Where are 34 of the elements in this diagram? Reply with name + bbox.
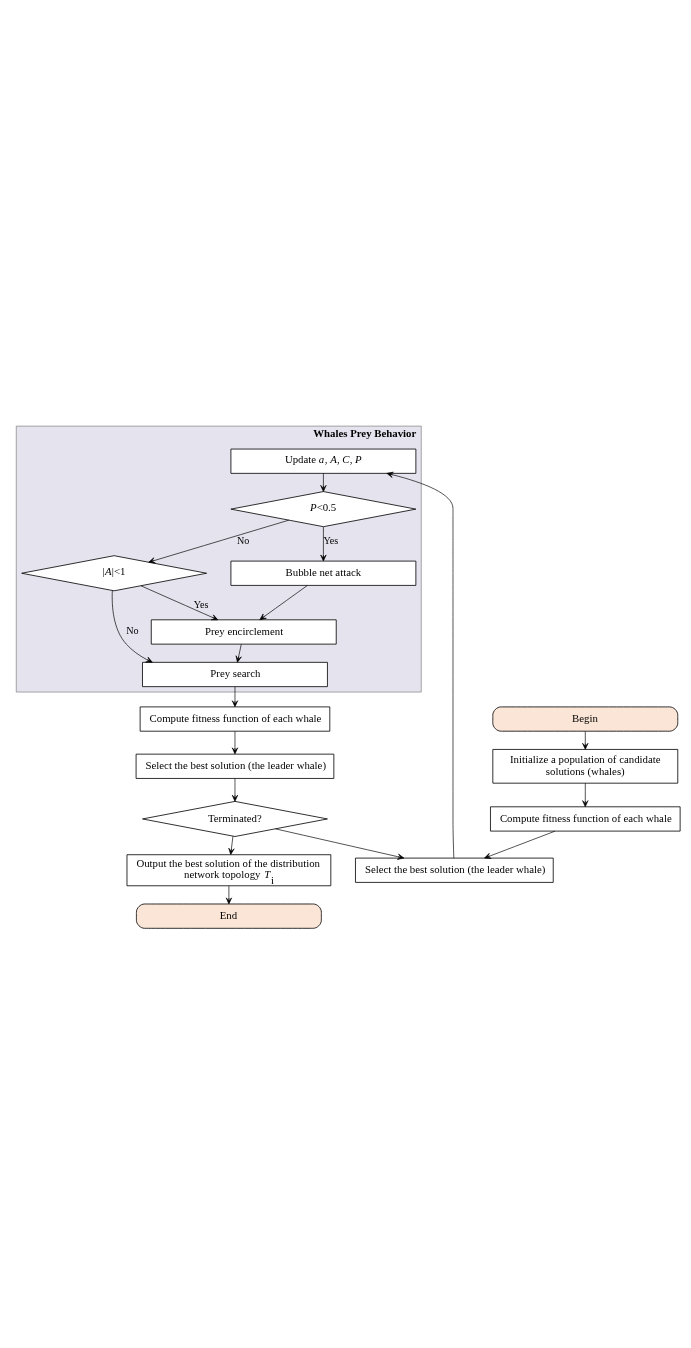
- node-box: Prey search: [142, 661, 328, 687]
- arrow: [231, 730, 239, 754]
- edge-label: No: [236, 534, 250, 546]
- arrow: [235, 643, 242, 663]
- arrow: [231, 685, 239, 707]
- node-box: Compute fitness function of each whale: [490, 805, 681, 831]
- arrow: [259, 584, 308, 620]
- node-box: Select the best solution (the leader whale): [135, 753, 335, 779]
- arrow: [386, 471, 455, 858]
- arrow: [582, 730, 589, 750]
- node-diamond: P<0.5: [230, 490, 417, 527]
- edge-label: Yes: [193, 598, 209, 610]
- node-box: Begin: [492, 706, 679, 732]
- node-box: Select the best solution (the leader whale): [355, 857, 554, 883]
- node-box: Bubble net attack: [230, 560, 417, 586]
- arrow: [225, 885, 232, 904]
- arrow: [320, 526, 327, 561]
- arrow: [148, 519, 290, 563]
- node-box: Compute fitness function of each whale: [139, 706, 331, 732]
- arrow: [582, 782, 589, 807]
- arrow: [228, 835, 235, 855]
- node-box: End: [136, 903, 322, 929]
- arrow: [484, 830, 556, 859]
- edge-label: No: [126, 624, 139, 636]
- arrow: [320, 472, 327, 492]
- node-diamond: Terminated?: [142, 800, 328, 837]
- arrow: [140, 584, 219, 620]
- arrow: [275, 828, 405, 860]
- node-box: Prey encirclement: [150, 618, 337, 645]
- arrow: [111, 589, 153, 663]
- node-box: Initialize a population of candidate solutions (whales): [492, 748, 679, 784]
- edge-label: Yes: [323, 534, 339, 546]
- node-box: Update a, A, C, P: [230, 448, 417, 474]
- arrow: [231, 777, 239, 802]
